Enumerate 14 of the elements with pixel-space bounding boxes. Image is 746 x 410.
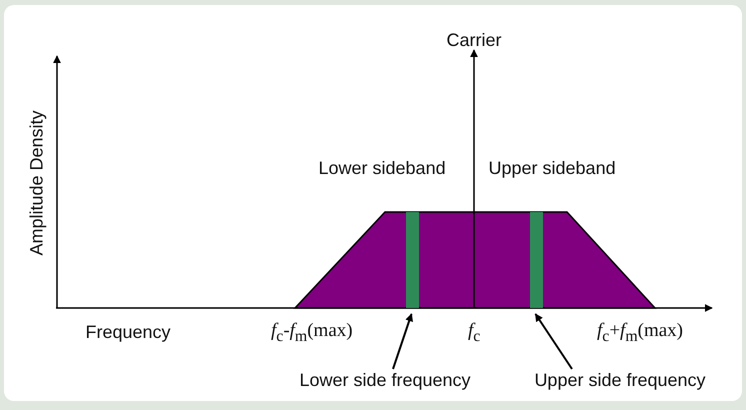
leader-arrow [392, 313, 413, 370]
leader-arrow [534, 313, 573, 370]
tick-label: f$_{c}$+f$_{m}$(max) [597, 320, 683, 347]
axis-title: Frequency [86, 321, 171, 343]
callout-label: Lower side frequency [280, 369, 490, 391]
sideband-label: Upper sideband [488, 157, 616, 179]
callout-label: Upper side frequency [514, 369, 726, 391]
side-frequency-bar [406, 212, 419, 308]
carrier-label: Carrier [446, 29, 502, 51]
tick-label: f$_{c}$-f$_{m}$(max) [271, 320, 353, 347]
sideband-label: Lower sideband [318, 157, 446, 179]
tick-label: f$_{c}$ [468, 320, 480, 347]
side-frequency-bar [530, 212, 543, 308]
axis-title: Amplitude Density [25, 110, 48, 256]
